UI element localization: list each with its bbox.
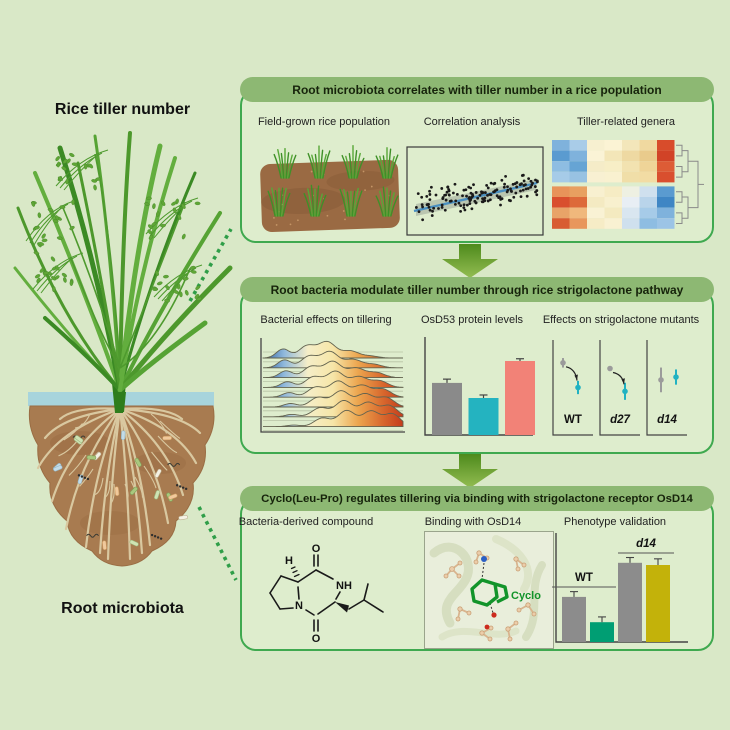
panel1-header: Root microbiota correlates with tiller n… bbox=[240, 77, 714, 102]
rice-plant-illustration bbox=[13, 131, 233, 412]
oxygen-atom-1 bbox=[491, 612, 497, 618]
atom-label-o-top: O bbox=[312, 543, 321, 555]
cyclo-ligand bbox=[470, 578, 509, 607]
label-bacterial-effects-on-tillering: Bacterial effects on tillering bbox=[260, 314, 392, 326]
panel3-header: Cyclo(Leu-Pro) regulates tillering via b… bbox=[240, 486, 714, 511]
mutant-effects-figure: WT d27 d14 bbox=[552, 340, 687, 436]
residue-sticks bbox=[443, 550, 537, 642]
nitrogen-atom bbox=[481, 556, 487, 562]
correlation-scatter-figure bbox=[406, 146, 544, 236]
svg-text:WT: WT bbox=[564, 414, 582, 426]
root-soil-illustration bbox=[28, 383, 215, 567]
oxygen-atom-2 bbox=[484, 624, 490, 630]
atom-label-n: N bbox=[295, 600, 303, 612]
phenotype-bars-figure: WT d14 bbox=[552, 533, 688, 643]
panel2-header: Root bacteria modulate tiller number thr… bbox=[240, 277, 714, 302]
osd14-binding-figure: Cyclo bbox=[424, 531, 554, 649]
svg-text:d27: d27 bbox=[610, 414, 630, 426]
cyclo-ligand-label: Cyclo bbox=[511, 590, 541, 602]
label-tiller-related-genera: Tiller-related genera bbox=[576, 116, 676, 128]
label-phenotype-validation: Phenotype validation bbox=[563, 516, 667, 528]
hydrogen-bonds bbox=[481, 562, 494, 614]
molecule-atom-labels: H O NH N O bbox=[285, 543, 352, 645]
compound-structure-figure: H O NH N O bbox=[269, 543, 384, 645]
label-field-grown-rice-population: Field-grown rice population bbox=[257, 116, 391, 128]
label-correlation-analysis: Correlation analysis bbox=[423, 116, 521, 128]
atom-label-nh: NH bbox=[336, 580, 352, 592]
rice-tiller-number-label: Rice tiller number bbox=[54, 101, 191, 118]
down-arrow-shape bbox=[442, 454, 498, 488]
down-arrow-2 bbox=[442, 454, 498, 488]
osd53-bar-figure bbox=[424, 337, 535, 436]
label-osd53-protein-levels: OsD53 protein levels bbox=[420, 314, 524, 326]
tillering-ridgeline-figure bbox=[260, 338, 405, 433]
genera-heatmap-figure bbox=[552, 140, 704, 229]
svg-text:d14: d14 bbox=[636, 538, 656, 550]
down-arrow-1 bbox=[442, 244, 498, 278]
atom-label-h: H bbox=[285, 555, 293, 567]
svg-text:WT: WT bbox=[575, 572, 593, 584]
label-bacteria-derived-compound: Bacteria-derived compound bbox=[238, 516, 374, 528]
root-microbiota-label: Root microbiota bbox=[61, 600, 184, 617]
label-binding-with-osd14: Binding with OsD14 bbox=[424, 516, 522, 528]
down-arrow-shape bbox=[442, 244, 498, 278]
field-plot-figure bbox=[260, 145, 400, 233]
atom-label-o-bottom: O bbox=[312, 633, 321, 645]
molecule-bonds bbox=[269, 554, 384, 632]
label-effects-on-strigolactone-mutants: Effects on strigolactone mutants bbox=[542, 314, 700, 326]
stereo-wedge-bond bbox=[335, 602, 349, 613]
svg-text:d14: d14 bbox=[657, 414, 677, 426]
